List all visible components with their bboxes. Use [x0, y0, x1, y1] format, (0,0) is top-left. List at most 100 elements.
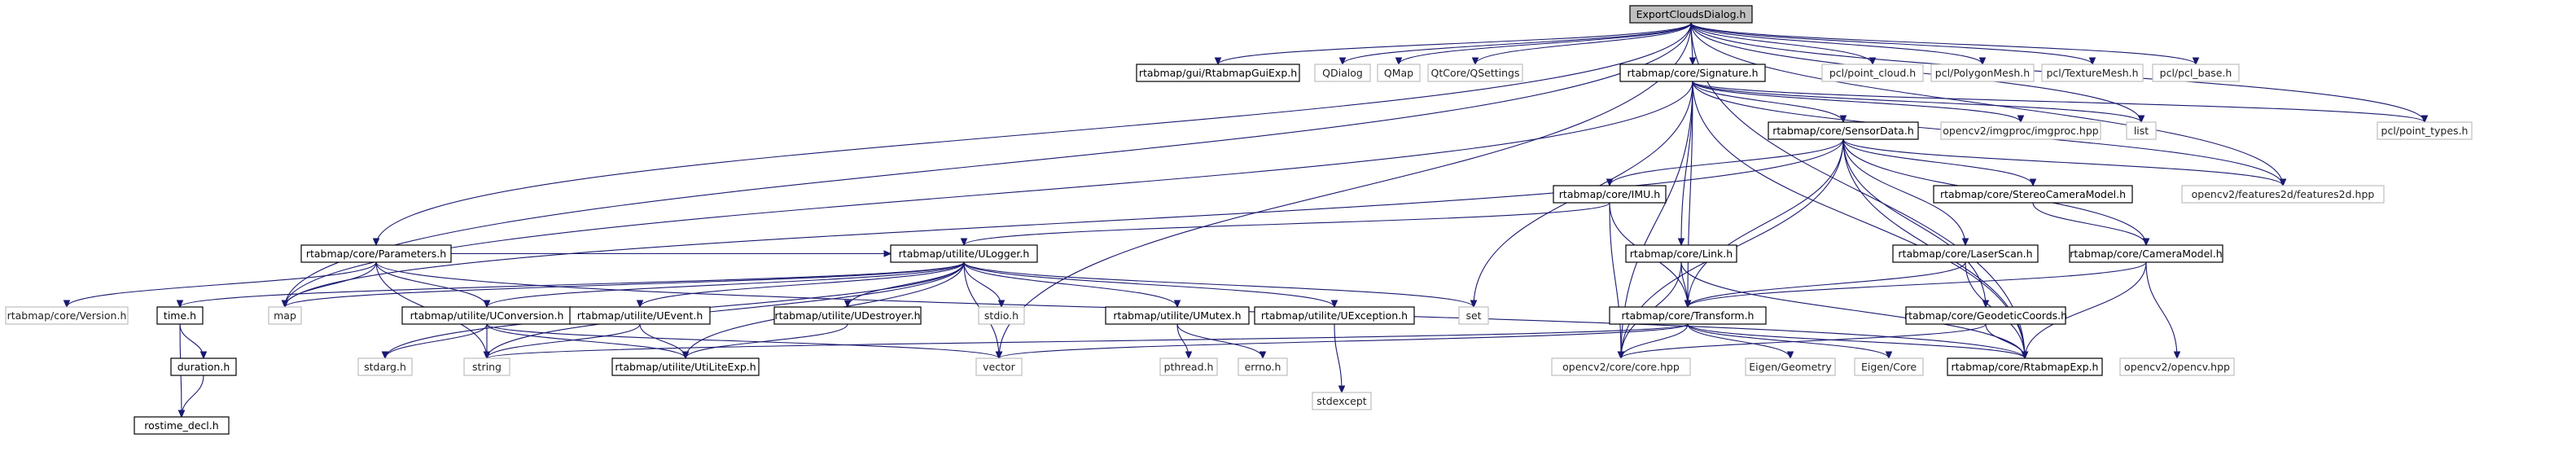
node-eigengeo: Eigen/Geometry — [1745, 357, 1836, 376]
node-cameramodel[interactable]: rtabmap/core/CameraModel.h — [2069, 244, 2223, 263]
node-box — [1892, 244, 2039, 263]
node-label: rtabmap/gui/RtabmapGuiExp.h — [1139, 67, 1297, 79]
node-signature[interactable]: rtabmap/core/Signature.h — [1619, 64, 1766, 82]
edge-ulogger-to-string — [486, 261, 965, 359]
node-label: QtCore/QSettings — [1431, 67, 1520, 79]
edge-transform-to-rtabmapexp — [1687, 323, 2026, 359]
arrowhead-root-to-pclcloud — [1868, 57, 1877, 66]
node-label: rostime_decl.h — [144, 419, 218, 432]
node-box — [1768, 121, 1919, 140]
node-uevent[interactable]: rtabmap/utilite/UEvent.h — [569, 306, 711, 325]
edge-root-to-guiexp — [1217, 22, 1692, 65]
arrowhead-cameramodel-to-opencvhpp — [2173, 351, 2181, 360]
arrowhead-sensordata-to-imu — [1606, 178, 1614, 187]
edge-stereocam-to-cameramodel — [2032, 202, 2147, 246]
node-box — [5, 306, 129, 325]
node-box — [1105, 306, 1250, 325]
node-link[interactable]: rtabmap/core/Link.h — [1625, 244, 1737, 263]
arrowhead-transform-to-vector — [995, 351, 1003, 360]
node-uconversion[interactable]: rtabmap/utilite/UConversion.h — [401, 306, 572, 325]
edge-uconversion-to-stdarg — [384, 323, 488, 359]
node-label: pcl/point_cloud.h — [1829, 67, 1916, 79]
node-imu[interactable]: rtabmap/core/IMU.h — [1553, 185, 1667, 204]
node-ulogger[interactable]: rtabmap/utilite/ULogger.h — [890, 244, 1038, 263]
node-stdarg: stdarg.h — [357, 357, 413, 376]
node-label: list — [2134, 125, 2149, 137]
node-box — [2181, 185, 2385, 204]
node-transform[interactable]: rtabmap/core/Transform.h — [1609, 306, 1767, 325]
arrowhead-root-to-pclpoly — [1978, 57, 1987, 66]
node-box — [1136, 64, 1300, 82]
node-guiexp[interactable]: rtabmap/gui/RtabmapGuiExp.h — [1136, 64, 1300, 82]
node-umutex[interactable]: rtabmap/utilite/UMutex.h — [1105, 306, 1250, 325]
arrowhead-params-to-version — [63, 300, 71, 309]
node-udestroyer[interactable]: rtabmap/utilite/UDestroyer.h — [773, 306, 922, 325]
arrowhead-sensordata-to-features2d — [2279, 178, 2287, 187]
node-box — [1312, 392, 1372, 410]
node-stereocam[interactable]: rtabmap/core/StereoCameraModel.h — [1933, 185, 2133, 204]
node-label: rtabmap/core/Parameters.h — [306, 248, 446, 260]
node-rostime[interactable]: rostime_decl.h — [134, 416, 230, 435]
node-box — [1905, 306, 2066, 325]
node-duration[interactable]: duration.h — [170, 357, 237, 376]
arrowhead-ulogger-to-uevent — [636, 300, 644, 309]
arrowhead-signature-to-link — [1677, 238, 1685, 247]
node-root[interactable]: ExportCloudsDialog.h — [1629, 5, 1753, 24]
node-box — [463, 357, 510, 376]
arrowhead-root-to-qsettings — [1471, 57, 1479, 66]
arrowhead-ulogger-to-umutex — [1173, 300, 1181, 309]
node-box — [611, 357, 760, 376]
node-pclcloud: pcl/point_cloud.h — [1821, 64, 1924, 82]
node-label: pcl/PolygonMesh.h — [1935, 67, 2030, 79]
node-label: rtabmap/core/CameraModel.h — [2070, 248, 2222, 260]
node-label: rtabmap/core/Transform.h — [1622, 309, 1755, 322]
arrowhead-transform-to-string — [483, 351, 491, 360]
node-params[interactable]: rtabmap/core/Parameters.h — [300, 244, 452, 263]
arrowhead-uconversion-to-stdarg — [381, 351, 389, 360]
node-label: rtabmap/utilite/UException.h — [1261, 309, 1408, 322]
node-label: rtabmap/core/IMU.h — [1559, 188, 1660, 200]
node-laserscan[interactable]: rtabmap/core/LaserScan.h — [1892, 244, 2039, 263]
edge-imu-to-ulogger — [963, 202, 1610, 246]
node-timeh[interactable]: time.h — [156, 306, 204, 325]
edge-signature-to-sensordata — [1692, 81, 1844, 123]
node-box — [1377, 64, 1421, 82]
edge-uevent-to-string — [486, 323, 641, 359]
node-label: rtabmap/utilite/ULogger.h — [899, 248, 1030, 260]
arrowhead-root-to-qmap — [1395, 57, 1403, 66]
node-box — [1427, 64, 1523, 82]
arrowhead-ulogger-to-uconversion — [483, 300, 491, 309]
node-label: rtabmap/core/Version.h — [7, 309, 127, 322]
node-utilite[interactable]: rtabmap/utilite/UtiLiteExp.h — [611, 357, 760, 376]
edge-laserscan-to-transform — [1687, 261, 1966, 308]
node-box — [2152, 64, 2240, 82]
node-label: opencv2/features2d/features2d.hpp — [2192, 188, 2375, 200]
edge-uconversion-to-vector — [486, 323, 1000, 359]
node-label: QDialog — [1322, 67, 1363, 79]
node-label: rtabmap/utilite/UConversion.h — [410, 309, 564, 322]
node-label: opencv2/opencv.hpp — [2124, 361, 2230, 373]
arrowhead-signature-to-pcltypes — [2420, 115, 2429, 124]
arrowhead-signature-to-list — [2137, 115, 2145, 124]
node-errno: errno.h — [1238, 357, 1288, 376]
node-uexception[interactable]: rtabmap/utilite/UException.h — [1254, 306, 1415, 325]
node-box — [1609, 306, 1767, 325]
node-stdio: stdio.h — [978, 306, 1025, 325]
arrowhead-transform-to-eigencore — [1885, 351, 1893, 360]
edge-ulogger-to-map — [284, 261, 965, 308]
node-string: string — [463, 357, 510, 376]
node-qsettings: QtCore/QSettings — [1427, 64, 1523, 82]
node-sensordata[interactable]: rtabmap/core/SensorData.h — [1768, 121, 1919, 140]
node-label: map — [274, 309, 296, 322]
node-label: rtabmap/utilite/UtiLiteExp.h — [615, 361, 756, 373]
node-label: rtabmap/utilite/UEvent.h — [577, 309, 703, 322]
arrowhead-uexception-to-stdexcept — [1338, 385, 1346, 394]
edge-transform-to-eigencore — [1687, 323, 1890, 359]
node-label: ExportCloudsDialog.h — [1636, 8, 1746, 20]
node-geodetic[interactable]: rtabmap/core/GeodeticCoords.h — [1904, 306, 2067, 325]
edge-signature-to-pcltypes — [1692, 81, 2425, 123]
node-pclpoly: pcl/PolygonMesh.h — [1930, 64, 2035, 82]
arrowhead-ulogger-to-uexception — [1330, 300, 1338, 309]
node-rtabmapexp[interactable]: rtabmap/core/RtabmapExp.h — [1947, 357, 2103, 376]
